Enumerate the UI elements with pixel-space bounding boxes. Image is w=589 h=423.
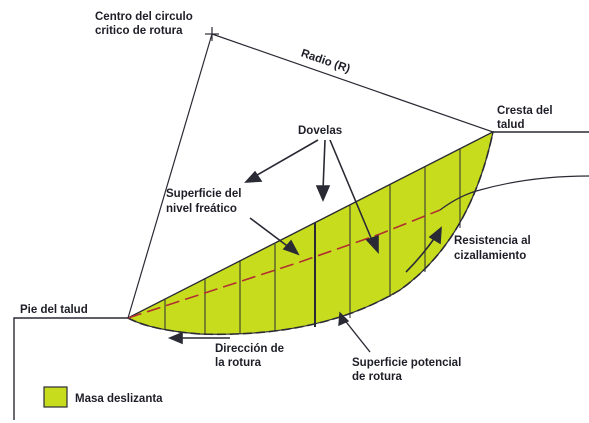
water-table-label-line2: nivel freático [166, 203, 237, 215]
water-table-arrow [249, 217, 300, 256]
legend: Masa deslizanta [43, 386, 163, 408]
radius-line-to-toe [127, 33, 213, 319]
shear-resistance-label-line1: Resistencia al [454, 235, 531, 247]
failure-surface-label-line2: de rotura [352, 371, 402, 383]
crest-label-line2: talud [497, 119, 524, 131]
crest-label-line1: Cresta del [497, 105, 553, 117]
surface-arrow [338, 311, 371, 353]
shear-resistance-label-line2: cizallamiento [454, 250, 526, 262]
failure-direction-label-line1: Dirección de [215, 343, 284, 355]
slice-lines [164, 149, 461, 334]
radius-label: Radio (R) [299, 48, 351, 76]
legend-swatch [43, 386, 68, 408]
water-table-extension [439, 175, 589, 211]
radius-line-to-crest [211, 33, 494, 133]
center-label-line1: Centro del circulo [95, 11, 193, 23]
radius-lines [127, 33, 494, 319]
circle-center-marker [205, 27, 219, 41]
slices-label: Dovelas [298, 125, 342, 137]
failure-direction-label-line2: la rotura [215, 357, 262, 369]
center-label-line2: critico de rotura [95, 25, 183, 37]
legend-label: Masa deslizanta [75, 393, 163, 405]
failure-surface-label-line1: Superficie potencial [352, 357, 461, 369]
water-table-line [127, 209, 441, 319]
toe-label: Pie del talud [20, 304, 88, 316]
failure-direction-arrow [167, 331, 230, 345]
potential-failure-surface [127, 131, 494, 336]
shear-resistance-arrow [405, 226, 442, 273]
slices-arrows [244, 139, 379, 255]
water-table-label-line1: Superficie del [166, 188, 241, 200]
